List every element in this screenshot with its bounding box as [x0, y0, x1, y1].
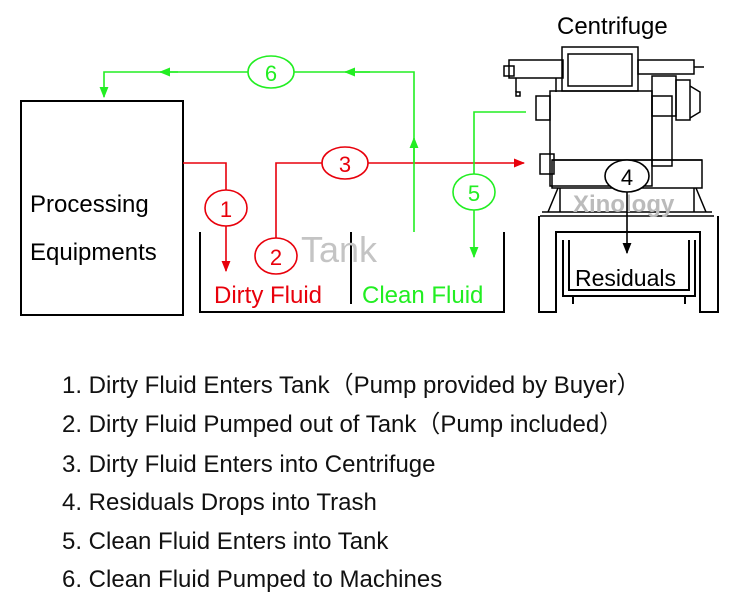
step-1-number: 1 [220, 197, 232, 222]
process-diagram: Processing Equipments Tank Dirty Fluid C… [20, 13, 719, 316]
step-5-bubble: 5 [452, 173, 496, 211]
step-6-bubble: 6 [247, 55, 295, 89]
step-3-bubble: 3 [321, 146, 369, 180]
step-2-bubble: 2 [254, 237, 298, 275]
centrifuge-label: Centrifuge [557, 13, 668, 40]
legend-item-6: 6. Clean Fluid Pumped to Machines [62, 566, 443, 593]
step-2-number: 2 [270, 245, 282, 270]
legend-item-4: 4. Residuals Drops into Trash [62, 489, 377, 516]
legend-item-5: 5. Clean Fluid Enters into Tank [62, 527, 389, 555]
dirty-fluid-label: Dirty Fluid [214, 282, 322, 309]
legend-item-1: 1. Dirty Fluid Enters Tank（Pump provided… [62, 372, 641, 399]
residuals-label: Residuals [575, 265, 676, 291]
step-3-number: 3 [339, 152, 351, 177]
dirty-flow-lines [183, 158, 526, 273]
processing-equipment-box [20, 100, 184, 316]
processing-label: Processing [30, 191, 149, 218]
step-5-number: 5 [468, 181, 480, 206]
watermark: Xinology [573, 191, 675, 218]
step-6-number: 6 [265, 61, 277, 86]
tank-outline [199, 232, 505, 313]
legend-list: 1. Dirty Fluid Enters Tank（Pump provided… [62, 372, 640, 605]
flow-1-line [183, 162, 231, 273]
flow-6-line [99, 71, 415, 232]
clean-fluid-label: Clean Fluid [362, 282, 483, 309]
equipments-label: Equipments [30, 239, 157, 266]
step-1-bubble: 1 [204, 189, 248, 227]
step-4-bubble: 4 [604, 159, 650, 193]
legend-item-3: 3. Dirty Fluid Enters into Centrifuge [62, 450, 436, 478]
legend-item-2: 2. Dirty Fluid Pumped out of Tank（Pump i… [62, 410, 624, 438]
flow-2-3-line [275, 158, 526, 240]
trash-bin [538, 216, 719, 313]
step-4-number: 4 [621, 165, 633, 190]
tank-label: Tank [301, 229, 378, 270]
